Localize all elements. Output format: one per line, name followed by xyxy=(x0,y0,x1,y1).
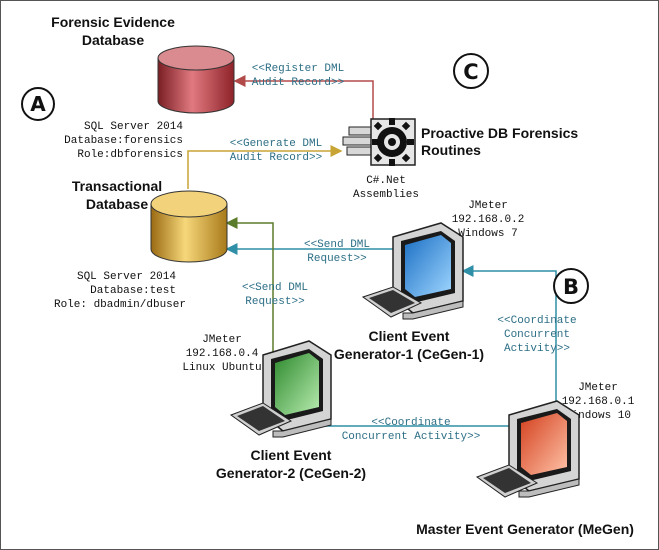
coordinate-1-connector xyxy=(461,265,557,416)
send-dml-2-connector xyxy=(225,217,274,371)
cegen1-keyboard-icon xyxy=(361,286,423,318)
register-dml-label-line2: Audit Record>> xyxy=(252,77,344,89)
marker-c-label: C xyxy=(463,60,478,84)
marker-a-label: A xyxy=(30,92,46,116)
forensic-db-cylinder-icon xyxy=(157,45,235,114)
generate-dml-label-line2: Audit Record>> xyxy=(230,152,322,164)
send-dml-2-label-line2: Request>> xyxy=(245,296,304,308)
cegen1-info-os: Windows 7 xyxy=(458,228,517,240)
send-dml-1-label-line2: Request>> xyxy=(307,253,366,265)
coordinate-2-label-line2: Concurrent Activity>> xyxy=(342,431,481,443)
forensics-routines-info-lang: C#.Net xyxy=(366,175,406,187)
megen-title: Master Event Generator (MeGen) xyxy=(416,521,634,537)
send-dml-1-label-line1: <<Send DML xyxy=(304,239,370,251)
cegen1-title-line1: Client Event xyxy=(369,328,450,344)
cegen2-title-line2: Generator-2 (CeGen-2) xyxy=(216,465,366,481)
megen-info-os: Windows 10 xyxy=(565,410,631,422)
transactional-db-cylinder-icon xyxy=(150,190,228,263)
forensics-routines-info-assemblies: Assemblies xyxy=(353,189,419,201)
transactional-db-info-role: Role: dbadmin/dbuser xyxy=(54,299,186,311)
cegen1-computer-icon xyxy=(392,222,464,320)
coordinate-1-label-line2: Concurrent xyxy=(504,329,570,341)
cegen2-title-line1: Client Event xyxy=(251,447,332,463)
cegen2-keyboard-icon xyxy=(229,402,293,436)
forensic-db-info-database: Database:forensics xyxy=(64,135,183,147)
cegen2-computer-icon xyxy=(262,340,332,438)
megen-computer-icon xyxy=(508,400,580,498)
cegen2-info-ip: 192.168.0.4 xyxy=(186,348,259,360)
forensics-routines-title-line1: Proactive DB Forensics xyxy=(421,125,578,141)
coordinate-2-label-line1: <<Coordinate xyxy=(371,417,450,429)
megen-info-tool: JMeter xyxy=(578,382,618,394)
generate-dml-label-line1: <<Generate DML xyxy=(230,138,322,150)
generate-dml-connector xyxy=(187,145,343,189)
forensic-db-info-server: SQL Server 2014 xyxy=(84,121,183,133)
transactional-db-info-database: Database:test xyxy=(90,285,176,297)
marker-a-badge: A xyxy=(21,87,55,121)
cegen2-info-os: Linux Ubuntu xyxy=(182,362,261,374)
register-dml-label-line1: <<Register DML xyxy=(252,63,344,75)
coordinate-1-label-line1: <<Coordinate xyxy=(497,315,576,327)
forensic-db-title-line1: Forensic Evidence xyxy=(51,14,175,30)
forensic-db-title-line2: Database xyxy=(82,32,144,48)
cegen1-info-tool: JMeter xyxy=(468,200,508,212)
coordinate-1-label-line3: Activity>> xyxy=(504,343,570,355)
cegen2-info-tool: JMeter xyxy=(202,334,242,346)
forensic-db-info-role: Role:dbforensics xyxy=(77,149,183,161)
marker-c-badge: C xyxy=(453,53,489,89)
forensics-routines-title-line2: Routines xyxy=(421,142,481,158)
cegen1-title-line2: Generator-1 (CeGen-1) xyxy=(334,346,484,362)
transactional-db-title-line2: Database xyxy=(86,196,148,212)
cegen1-info-ip: 192.168.0.2 xyxy=(452,214,525,226)
megen-keyboard-icon xyxy=(475,464,539,498)
megen-info-ip: 192.168.0.1 xyxy=(562,396,635,408)
register-dml-connector xyxy=(233,75,374,119)
assembly-gear-icon xyxy=(342,118,416,166)
transactional-db-info-server: SQL Server 2014 xyxy=(77,271,176,283)
send-dml-2-label-line1: <<Send DML xyxy=(242,282,308,294)
marker-b-label: B xyxy=(563,275,579,299)
transactional-db-title-line1: Transactional xyxy=(72,178,162,194)
marker-b-badge: B xyxy=(553,268,589,304)
